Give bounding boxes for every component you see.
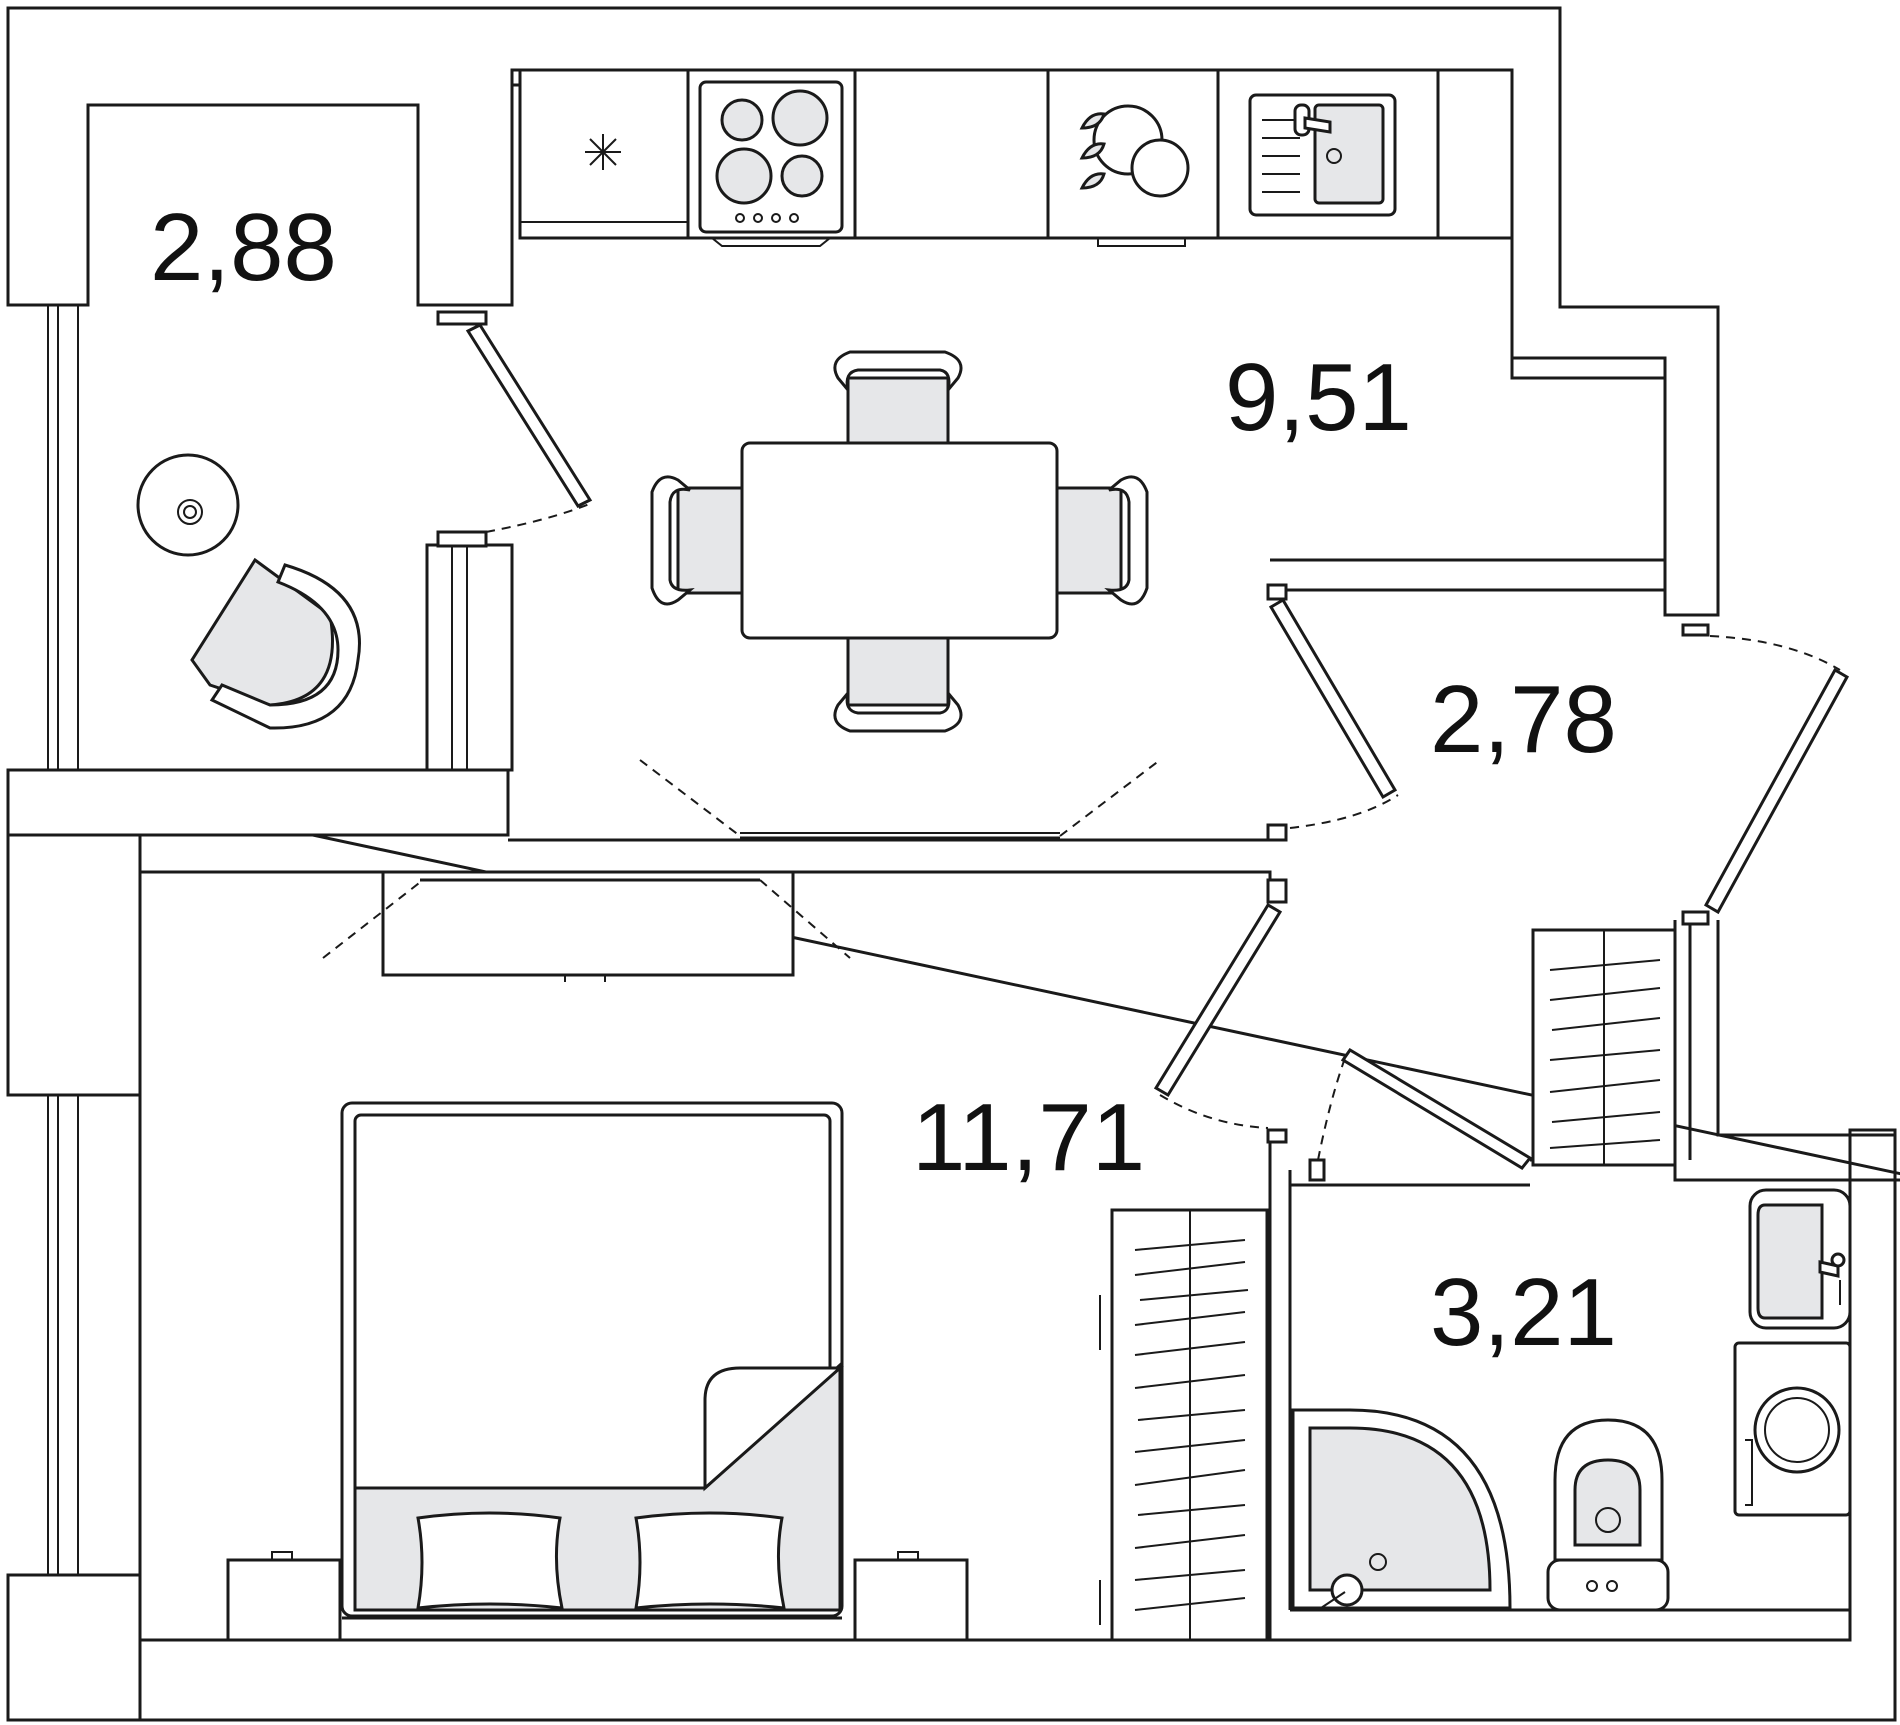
bathroom-door-leaf xyxy=(1340,1047,1533,1170)
entrance-door-swing xyxy=(1709,635,1841,671)
entrance-door-stop xyxy=(1681,910,1710,926)
counter-dividers xyxy=(686,70,1440,238)
wardrobe xyxy=(1099,1208,1269,1642)
kitchen-area-label: 9,51 xyxy=(1225,344,1412,451)
area-labels: 2,88 9,51 2,78 11,71 3,21 xyxy=(150,194,1617,1366)
pillow-right xyxy=(634,1511,786,1610)
bedroom-door-swing xyxy=(1159,1094,1269,1129)
bathroom-fixtures xyxy=(1291,1188,1852,1612)
armchair xyxy=(190,557,361,730)
balcony-furniture xyxy=(136,453,361,730)
sliding-partition xyxy=(322,759,1161,982)
doors xyxy=(436,310,1850,1182)
balcony-area-label: 2,88 xyxy=(150,194,337,301)
bedroom-window xyxy=(47,1095,79,1575)
pillow-left xyxy=(416,1511,564,1610)
blanket-fold xyxy=(703,1366,844,1492)
hall-area-label: 2,78 xyxy=(1430,666,1617,773)
chair-right xyxy=(1055,475,1149,606)
chair-top xyxy=(833,350,963,445)
entrance-door-hinge xyxy=(1681,623,1710,637)
balcony-window xyxy=(47,305,79,770)
chair-left xyxy=(650,475,744,606)
bathroom-area-label: 3,21 xyxy=(1430,1259,1617,1366)
kitchen-counter xyxy=(518,68,1514,247)
balcony-door-swing xyxy=(485,502,593,533)
balcony-door-pier xyxy=(425,543,514,772)
bathroom-door-hinge xyxy=(1308,1158,1326,1182)
kitchen-hall-wall xyxy=(1270,558,1665,592)
toilet xyxy=(1546,1418,1670,1612)
bedroom-area-label: 11,71 xyxy=(912,1084,1145,1191)
nightstand-right xyxy=(853,1558,969,1642)
entrance-door-leaf xyxy=(1703,667,1850,915)
kitchen-door-hinge xyxy=(1266,583,1288,601)
table xyxy=(740,441,1059,640)
kitchen-door-leaf xyxy=(1268,597,1398,800)
side-table xyxy=(136,453,240,557)
cooktop xyxy=(698,80,844,247)
dining-table xyxy=(650,350,1149,733)
hall-closet-wall xyxy=(1673,920,1692,1160)
nightstand-left xyxy=(226,1558,342,1642)
washbasin xyxy=(1748,1188,1852,1330)
bathroom-door-swing xyxy=(1317,1057,1346,1161)
hall-wardrobe xyxy=(1531,928,1677,1167)
left-pier xyxy=(6,833,142,1097)
bathroom-inner xyxy=(1290,1180,1852,1612)
tv-stand xyxy=(381,870,795,977)
bedroom-door-hinge xyxy=(1266,878,1288,904)
kitchen-door-swing xyxy=(1289,794,1399,829)
bedroom-furniture xyxy=(226,1101,1269,1642)
balcony-door-stop xyxy=(436,530,488,548)
balcony-door-leaf xyxy=(465,323,593,508)
bedroom-door-leaf xyxy=(1153,902,1283,1098)
sink xyxy=(1248,93,1397,217)
washing-machine xyxy=(1733,1341,1852,1517)
balcony-floor-wall xyxy=(6,768,510,837)
left-pier-bottom xyxy=(6,1573,142,1722)
balcony-door-hinge xyxy=(436,310,488,326)
chair-bottom xyxy=(833,636,963,733)
pier-lines xyxy=(451,545,468,770)
snowflake-icon xyxy=(585,134,621,170)
bathroom-left-wall xyxy=(1268,1140,1292,1640)
kitchen-door-stop xyxy=(1266,823,1288,842)
dishwasher xyxy=(1079,104,1190,247)
shower xyxy=(1291,1408,1512,1611)
right-wall-lower xyxy=(1716,920,1897,1720)
bedroom-door-stop xyxy=(1266,1128,1288,1144)
